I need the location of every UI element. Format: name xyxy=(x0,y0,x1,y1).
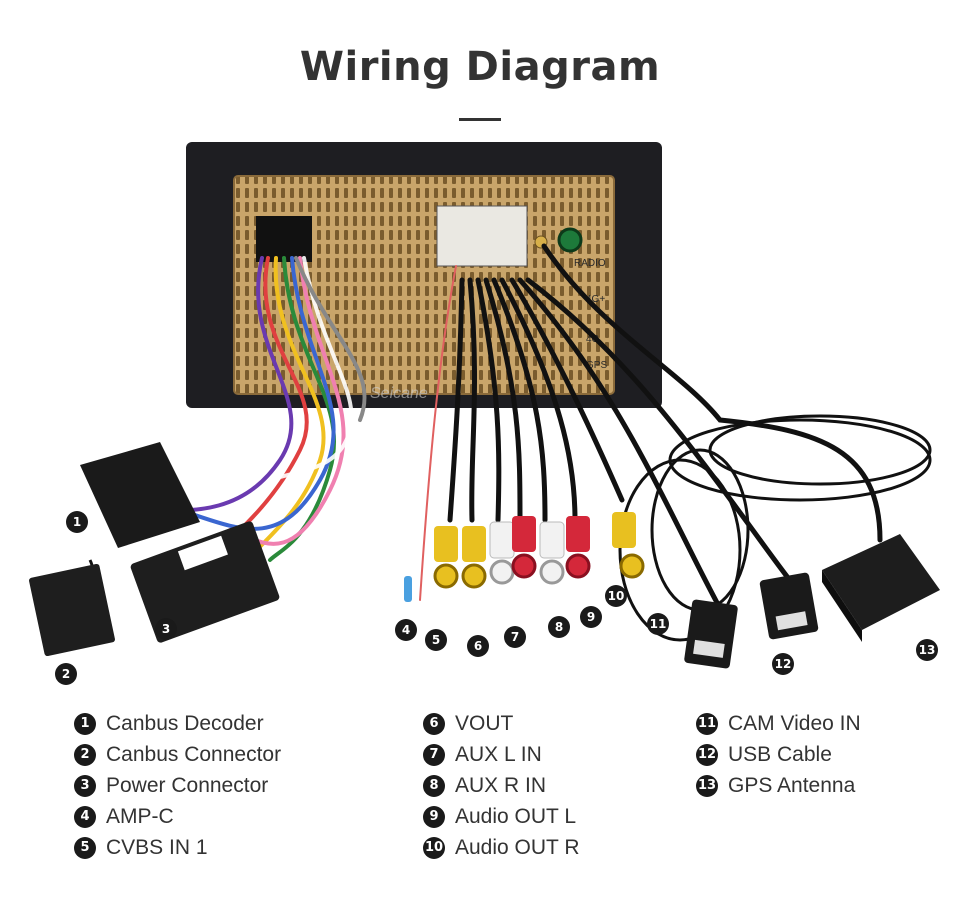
callout-12: 12 xyxy=(772,653,794,675)
legend-badge: 10 xyxy=(423,836,445,859)
canbus-decoder xyxy=(80,442,200,548)
legend-item: 13 GPS Antenna xyxy=(696,770,861,801)
legend-label: Audio OUT R xyxy=(455,835,580,859)
legend-label: VOUT xyxy=(455,711,514,735)
legend-label: GPS Antenna xyxy=(728,773,856,797)
legend-item: 1 Canbus Decoder xyxy=(74,708,281,739)
rca-audio-out-r xyxy=(565,516,591,579)
legend-item: 11 CAM Video IN xyxy=(696,708,861,739)
svg-text:3: 3 xyxy=(162,622,170,636)
legend-item: 3 Power Connector xyxy=(74,770,281,801)
legend-badge: 12 xyxy=(696,743,718,766)
callout-13: 13 xyxy=(916,639,938,661)
wiring-photo: RADIO 4G+ 4G GPS Seicane xyxy=(29,142,940,685)
svg-text:8: 8 xyxy=(555,620,563,634)
radio-socket xyxy=(557,227,583,253)
svg-text:4: 4 xyxy=(402,623,410,637)
legend-label: Power Connector xyxy=(106,773,269,797)
rca-cam-video-in xyxy=(612,512,645,579)
legend-label: USB Cable xyxy=(728,742,832,766)
legend-badge: 6 xyxy=(423,712,445,735)
legend-item: 4 AMP-C xyxy=(74,801,281,832)
legend-badge: 7 xyxy=(423,743,445,766)
legend-column-1: 1 Canbus Decoder 2 Canbus Connector 3 Power… xyxy=(74,708,281,863)
svg-text:6: 6 xyxy=(474,639,482,653)
power-connector xyxy=(130,521,280,643)
callout-8: 8 xyxy=(548,616,570,638)
rca-vout xyxy=(461,526,487,589)
callout-7: 7 xyxy=(504,626,526,648)
svg-text:2: 2 xyxy=(62,667,70,681)
usb-cables xyxy=(684,572,819,669)
svg-text:11: 11 xyxy=(650,617,667,631)
legend-label: Canbus Decoder xyxy=(106,711,264,735)
legend-label: AUX R IN xyxy=(455,773,547,797)
legend-item: 6 VOUT xyxy=(423,708,580,739)
watermark-text: Seicane xyxy=(370,385,428,402)
legend-item: 5 CVBS IN 1 xyxy=(74,832,281,863)
callout-10: 10 xyxy=(605,585,627,607)
rca-connectors xyxy=(433,512,645,589)
legend-badge: 9 xyxy=(423,805,445,828)
legend-badge: 13 xyxy=(696,774,718,797)
legend-badge: 4 xyxy=(74,805,96,828)
legend-badge: 3 xyxy=(74,774,96,797)
legend-item: 8 AUX R IN xyxy=(423,770,580,801)
callout-9: 9 xyxy=(580,606,602,628)
legend-badge: 5 xyxy=(74,836,96,859)
rca-cvbs-in-1 xyxy=(433,526,459,589)
rca-aux-l-in xyxy=(489,521,515,585)
legend-label: CAM Video IN xyxy=(728,711,861,735)
canbus-connector xyxy=(29,559,115,657)
legend-badge: 8 xyxy=(423,774,445,797)
legend-label: AUX L IN xyxy=(455,742,542,766)
callout-4: 4 xyxy=(395,619,417,641)
legend-label: AMP-C xyxy=(106,804,174,828)
svg-text:13: 13 xyxy=(919,643,936,657)
legend-item: 9 Audio OUT L xyxy=(423,801,580,832)
callout-3: 3 xyxy=(155,618,177,640)
svg-text:7: 7 xyxy=(511,630,519,644)
label-4g-plus: 4G+ xyxy=(586,294,605,305)
label-gps: GPS xyxy=(586,360,607,371)
callout-6: 6 xyxy=(467,635,489,657)
legend-item: 2 Canbus Connector xyxy=(74,739,281,770)
callout-1: 1 xyxy=(66,511,88,533)
legend-label: CVBS IN 1 xyxy=(106,835,208,859)
cable-coils xyxy=(618,414,932,642)
legend-badge: 2 xyxy=(74,743,96,766)
page-title: Wiring Diagram xyxy=(299,44,661,90)
legend-label: Canbus Connector xyxy=(106,742,282,766)
svg-text:5: 5 xyxy=(432,633,440,647)
svg-text:1: 1 xyxy=(73,515,81,529)
amp-c-wire xyxy=(404,576,412,602)
gps-antenna xyxy=(822,534,940,642)
legend-label: Audio OUT L xyxy=(455,804,577,828)
legend-item: 10 Audio OUT R xyxy=(423,832,580,863)
rca-audio-out-l xyxy=(539,521,565,585)
callout-markers: 1 2 3 4 5 6 7 8 9 10 11 12 13 xyxy=(55,511,938,685)
svg-text:9: 9 xyxy=(587,610,595,624)
main-socket xyxy=(256,216,312,262)
svg-text:10: 10 xyxy=(608,589,625,603)
svg-text:12: 12 xyxy=(775,657,792,671)
callout-11: 11 xyxy=(647,613,669,635)
callout-5: 5 xyxy=(425,629,447,651)
label-4g: 4G xyxy=(586,334,600,345)
callout-2: 2 xyxy=(55,663,77,685)
legend-item: 12 USB Cable xyxy=(696,739,861,770)
data-socket xyxy=(436,205,528,267)
legend-column-2: 6 VOUT 7 AUX L IN 8 AUX R IN 9 Audio OUT L 1… xyxy=(423,708,580,863)
label-radio: RADIO xyxy=(574,258,606,269)
legend-badge: 1 xyxy=(74,712,96,735)
legend-badge: 11 xyxy=(696,712,718,735)
legend-column-3: 11 CAM Video IN 12 USB Cable 13 GPS Antenna xyxy=(696,708,861,801)
title-underline xyxy=(459,118,501,121)
rca-aux-r-in xyxy=(511,516,537,579)
legend-item: 7 AUX L IN xyxy=(423,739,580,770)
